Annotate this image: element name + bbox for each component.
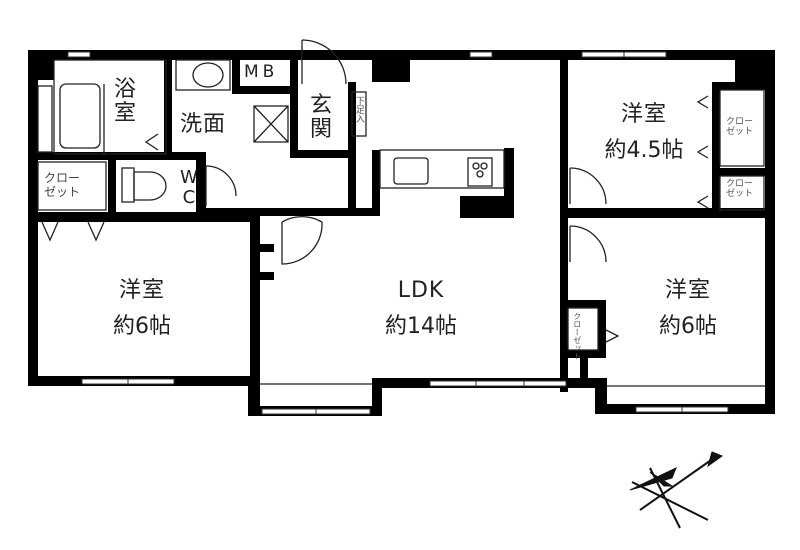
closet-label-line1: クロー [726,179,754,189]
entrance-label-line1: 玄 [310,93,333,118]
shoe-closet-label: 下足入 [353,96,364,123]
room-name: 洋室 [620,102,667,127]
bath-label-line1: 浴 [114,77,137,102]
entrance-label-line2: 関 [310,117,333,143]
closet-label-line2: ゼット [44,184,81,199]
windows [67,51,729,415]
closet-label-se: クローゼット [572,312,582,360]
bath-label: 浴 室 [114,77,137,127]
closet-label-ne-1: クロー ゼット [726,117,754,138]
closet-label-west: クロー ゼット [44,171,81,200]
closet-label-line1: クロー [726,117,754,127]
room-size: 約14帖 [385,314,457,339]
room-size: 約6帖 [659,314,717,339]
room-ldk: LDK 約14帖 [366,280,476,338]
closet-label-line2: ゼット [726,126,754,137]
room-western-se: 洋室 約6帖 [638,280,738,338]
mb-label: MB [244,62,279,82]
bath-label-line2: 室 [114,101,137,127]
fixtures [37,39,765,387]
room-size: 約6帖 [113,314,171,339]
closet-label-line2: ゼット [726,188,754,199]
entrance-label: 玄 関 [310,93,333,143]
wc-label-w: W [180,167,198,188]
north-arrow-icon [629,451,724,529]
wc-label-c: C [182,186,196,208]
room-name: 洋室 [664,278,711,303]
room-western-nw: 洋室 約4.5帖 [594,104,694,162]
wc-label: W C [180,168,198,208]
room-name: 洋室 [118,278,165,303]
washroom-label: 洗面 [180,112,227,137]
closet-label-ne-2: クロー ゼット [726,179,754,200]
room-western-sw: 洋室 約6帖 [92,280,192,338]
closet-label-line1: クロー [44,171,81,185]
room-name: LDK [397,278,445,303]
room-size: 約4.5帖 [604,138,684,163]
